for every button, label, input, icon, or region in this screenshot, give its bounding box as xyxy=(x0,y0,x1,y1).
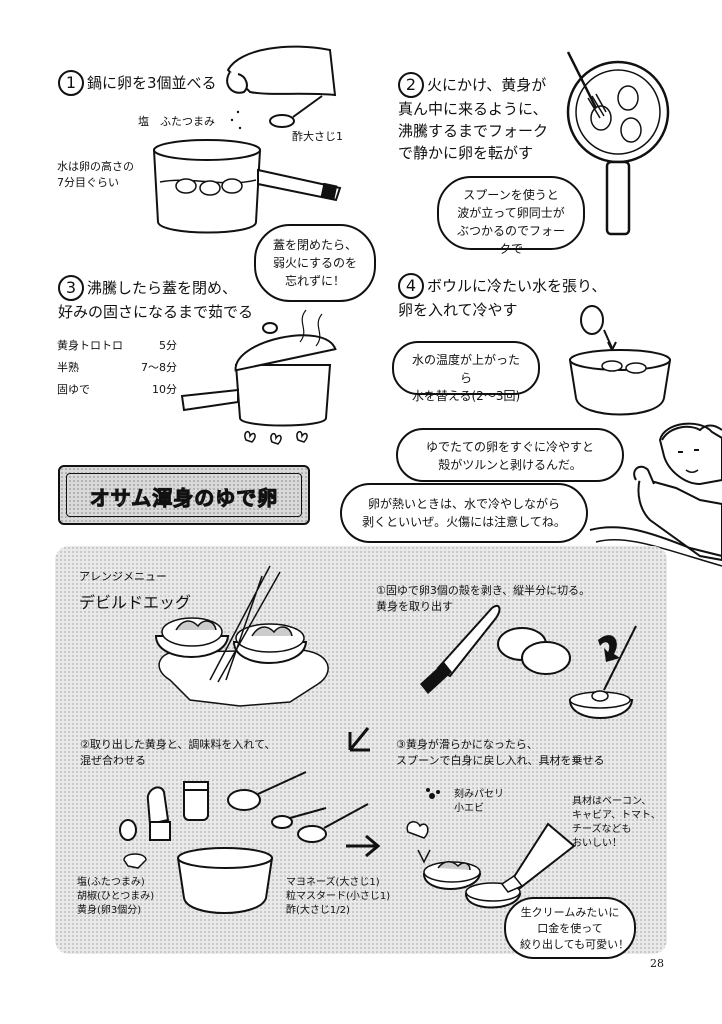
seasoning-list-left: 塩(ふたつまみ) 胡椒(ひとつまみ) 黄身(卵3個分) xyxy=(77,877,155,916)
step1-vinegar-label: 酢大さじ1 xyxy=(292,130,343,143)
arrange-step3-text: ③黄身が滑らかになったら、 スプーンで白身に戻し入れ、具材を乗せる xyxy=(396,738,605,767)
banner-title: オサム渾身のゆで卵 xyxy=(89,486,279,511)
step1-number: 1 xyxy=(58,70,84,96)
recipe-title-banner: オサム渾身のゆで卵 xyxy=(58,465,310,525)
arrange-menu-label: アレンジメニュー xyxy=(79,570,167,583)
speech-bubble-osamu-peeling: 卵が熱いときは、水で冷やしながら 剥くといいぜ。火傷には注意してね。 xyxy=(340,483,588,543)
speech-bubble-piping-tip: 生クリームみたいに 口金を使って 絞り出しても可愛い！ xyxy=(504,897,636,959)
arrange-step1-text: ①固ゆで卵3個の殻を剥き、縦半分に切る。 黄身を取り出す xyxy=(376,584,591,613)
speech-bubble-water-temp: 水の温度が上がったら 水を替える(2〜3回) xyxy=(392,341,540,403)
arrange-step2-text: ②取り出した黄身と、調味料を入れて、 混ぜ合わせる xyxy=(80,738,276,767)
step1-salt-label: 塩 ふたつまみ xyxy=(138,115,215,128)
topping-suggestion-note: 具材はベーコン、 キャビア、トマト、 チーズなども おいしい！ xyxy=(572,796,661,849)
step4-number: 4 xyxy=(398,273,424,299)
toppings-label: 刻みパセリ 小エビ xyxy=(454,789,504,814)
arrange-menu-title: デビルドエッグ xyxy=(79,593,192,612)
speech-bubble-fork-tip: スプーンを使うと 波が立って卵同士が ぶつかるのでフォークで xyxy=(437,176,585,256)
step1-water-note: 水は卵の高さの 7分目ぐらい xyxy=(57,160,134,189)
page-number: 28 xyxy=(650,957,664,970)
step2-number: 2 xyxy=(398,72,424,98)
step3-number: 3 xyxy=(58,275,84,301)
speech-bubble-osamu-cooling: ゆでたての卵をすぐに冷やすと 殻がツルンと剥けるんだ。 xyxy=(396,428,624,482)
speech-bubble-lid-reminder: 蓋を閉めたら、 弱火にするのを 忘れずに！ xyxy=(254,224,376,302)
seasoning-list-right: マヨネーズ(大さじ1) 粒マスタード(小さじ1) 酢(大さじ1/2) xyxy=(286,877,391,916)
